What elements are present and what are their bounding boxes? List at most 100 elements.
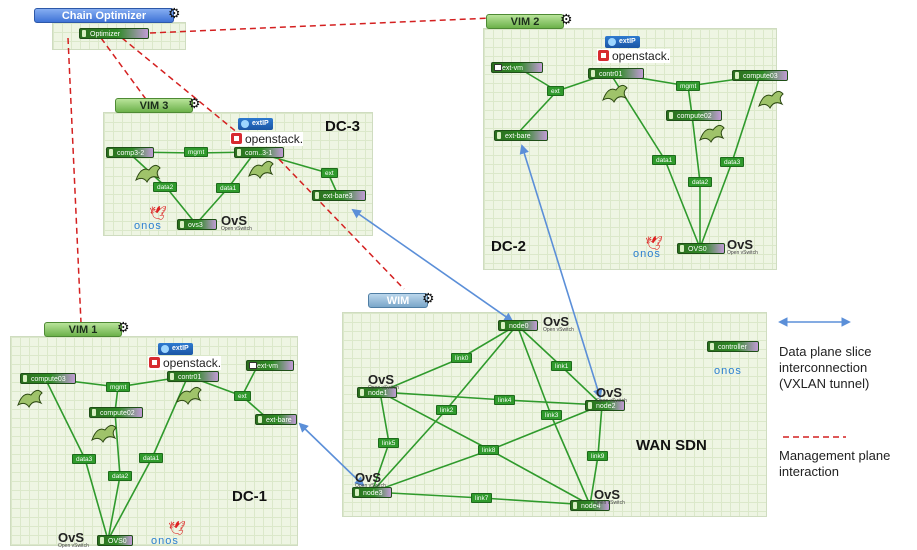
dragon-icon	[758, 90, 784, 109]
legend-line: interaction	[779, 464, 839, 479]
dc1-label: DC-1	[232, 488, 268, 505]
wim-title: WIM	[386, 294, 410, 307]
node-label: com..3-1	[245, 150, 273, 157]
dc1-ext-bare[interactable]: ext-bare	[255, 414, 297, 425]
ovs-label: OvS	[596, 385, 623, 400]
wan-link2[interactable]: link2	[436, 405, 458, 415]
vim3-banner: VIM 3	[115, 98, 193, 113]
wan-label: WAN SDN	[636, 437, 707, 454]
server-icon	[497, 132, 501, 139]
wan-node2[interactable]: node2	[585, 400, 625, 411]
dc2-compute03[interactable]: compute03	[732, 70, 788, 81]
wan-link4[interactable]: link4	[494, 395, 516, 405]
switch-icon	[355, 489, 359, 496]
globe-icon	[241, 120, 249, 128]
dc1-ext-vm[interactable]: ext-vm	[246, 360, 294, 371]
wan-node1[interactable]: node1	[357, 387, 397, 398]
wan-node4[interactable]: node4	[570, 500, 610, 511]
dc2-link-data3[interactable]: data3	[720, 157, 745, 167]
wan-link5[interactable]: link5	[378, 438, 400, 448]
dc3-ext-bare3[interactable]: ext-bare3	[312, 190, 366, 201]
dc2-link-ext[interactable]: ext	[547, 86, 564, 96]
extip-label: extIP	[172, 345, 189, 352]
vim3-title: VIM 3	[139, 99, 169, 112]
optimizer-node[interactable]: Optimizer	[79, 28, 149, 39]
wan-link0[interactable]: link0	[451, 353, 473, 363]
node-label: node4	[581, 503, 601, 510]
dragon-icon	[176, 386, 202, 405]
dc3-label: DC-3	[325, 118, 361, 135]
dc2-link-data2[interactable]: data2	[688, 177, 713, 187]
server-icon	[591, 70, 595, 77]
server-icon	[669, 112, 673, 119]
wan-link7[interactable]: link7	[471, 493, 493, 503]
dc3-extip[interactable]: extIP	[238, 118, 273, 130]
ovs-sub-label: Open vSwitch	[594, 500, 625, 506]
dc2-link-data1[interactable]: data1	[652, 155, 677, 165]
wan-node3[interactable]: node3	[352, 487, 392, 498]
node-label: node3	[363, 490, 383, 497]
dragon-icon	[699, 124, 725, 143]
legend-line: Management plane	[779, 448, 891, 463]
dragon-icon	[91, 424, 117, 443]
onos-bird-icon: 🕊	[168, 520, 186, 536]
onos-bird-icon: 🕊	[149, 205, 167, 221]
dc2-ovs0[interactable]: OVS0	[677, 243, 725, 254]
switch-icon	[680, 245, 684, 252]
dc3-openstack-logo: openstack.	[230, 132, 304, 146]
openstack-icon	[149, 357, 160, 368]
dc3-comp3-2[interactable]: comp3-2	[106, 147, 154, 158]
dc1-extip[interactable]: extIP	[158, 343, 193, 355]
legend-management: Management plane interaction	[779, 448, 890, 480]
dc1-link-mgmt[interactable]: mgmt	[106, 382, 131, 392]
dragon-icon	[17, 389, 43, 408]
chain-optimizer-title: Chain Optimizer	[61, 9, 147, 22]
server-icon	[92, 409, 96, 416]
chain-optimizer-banner: Chain Optimizer	[34, 8, 174, 23]
legend-line: Data plane slice	[779, 344, 872, 359]
dc1-ovs0[interactable]: OVS0	[97, 535, 133, 546]
wan-node0[interactable]: node0	[498, 320, 538, 331]
vm-icon	[249, 362, 257, 369]
gear-icon: ⚙	[560, 11, 573, 27]
dc2-extip[interactable]: extIP	[605, 36, 640, 48]
wan-link8[interactable]: link8	[478, 445, 500, 455]
dc1-compute03[interactable]: compute03	[20, 373, 76, 384]
dc3-comp3-1[interactable]: com..3-1	[234, 147, 284, 158]
onos-logo: onos	[134, 220, 162, 232]
dc1-link-ext[interactable]: ext	[234, 391, 251, 401]
dc3-link-ext[interactable]: ext	[321, 168, 338, 178]
server-icon	[237, 149, 241, 156]
extip-label: extIP	[619, 38, 636, 45]
dc3-link-data2[interactable]: data2	[153, 182, 178, 192]
dc1-link-data2[interactable]: data2	[108, 471, 133, 481]
dc3-ovs3[interactable]: ovs3	[177, 219, 217, 230]
dc1-compute02[interactable]: compute02	[89, 407, 143, 418]
dc2-controller[interactable]: contr01	[588, 68, 644, 79]
wan-link1[interactable]: link1	[551, 361, 573, 371]
dc1-link-data3[interactable]: data3	[72, 454, 97, 464]
node-label: node2	[596, 403, 616, 410]
legend-line: interconnection	[779, 360, 868, 375]
server-icon	[23, 375, 27, 382]
dc1-link-data1[interactable]: data1	[139, 453, 164, 463]
dc1-controller[interactable]: contr01	[167, 371, 219, 382]
ovs-sub-label: Open vSwitch	[221, 226, 252, 232]
wan-controller[interactable]: controller	[707, 341, 759, 352]
dc2-ext-vm[interactable]: ext-vm	[491, 62, 543, 73]
dc2-compute02[interactable]: compute02	[666, 110, 722, 121]
dc3-link-data1[interactable]: data1	[216, 183, 241, 193]
node-label: ovs3	[188, 222, 203, 229]
openstack-label: openstack.	[163, 356, 222, 370]
dc2-ext-bare[interactable]: ext-bare	[494, 130, 548, 141]
dc3-link-mgmt[interactable]: mgmt	[184, 147, 209, 157]
wan-link9[interactable]: link9	[587, 451, 609, 461]
wan-link3[interactable]: link3	[541, 410, 563, 420]
dc2-link-mgmt[interactable]: mgmt	[676, 81, 701, 91]
dragon-icon	[135, 164, 161, 183]
node-label: contr01	[178, 374, 202, 381]
